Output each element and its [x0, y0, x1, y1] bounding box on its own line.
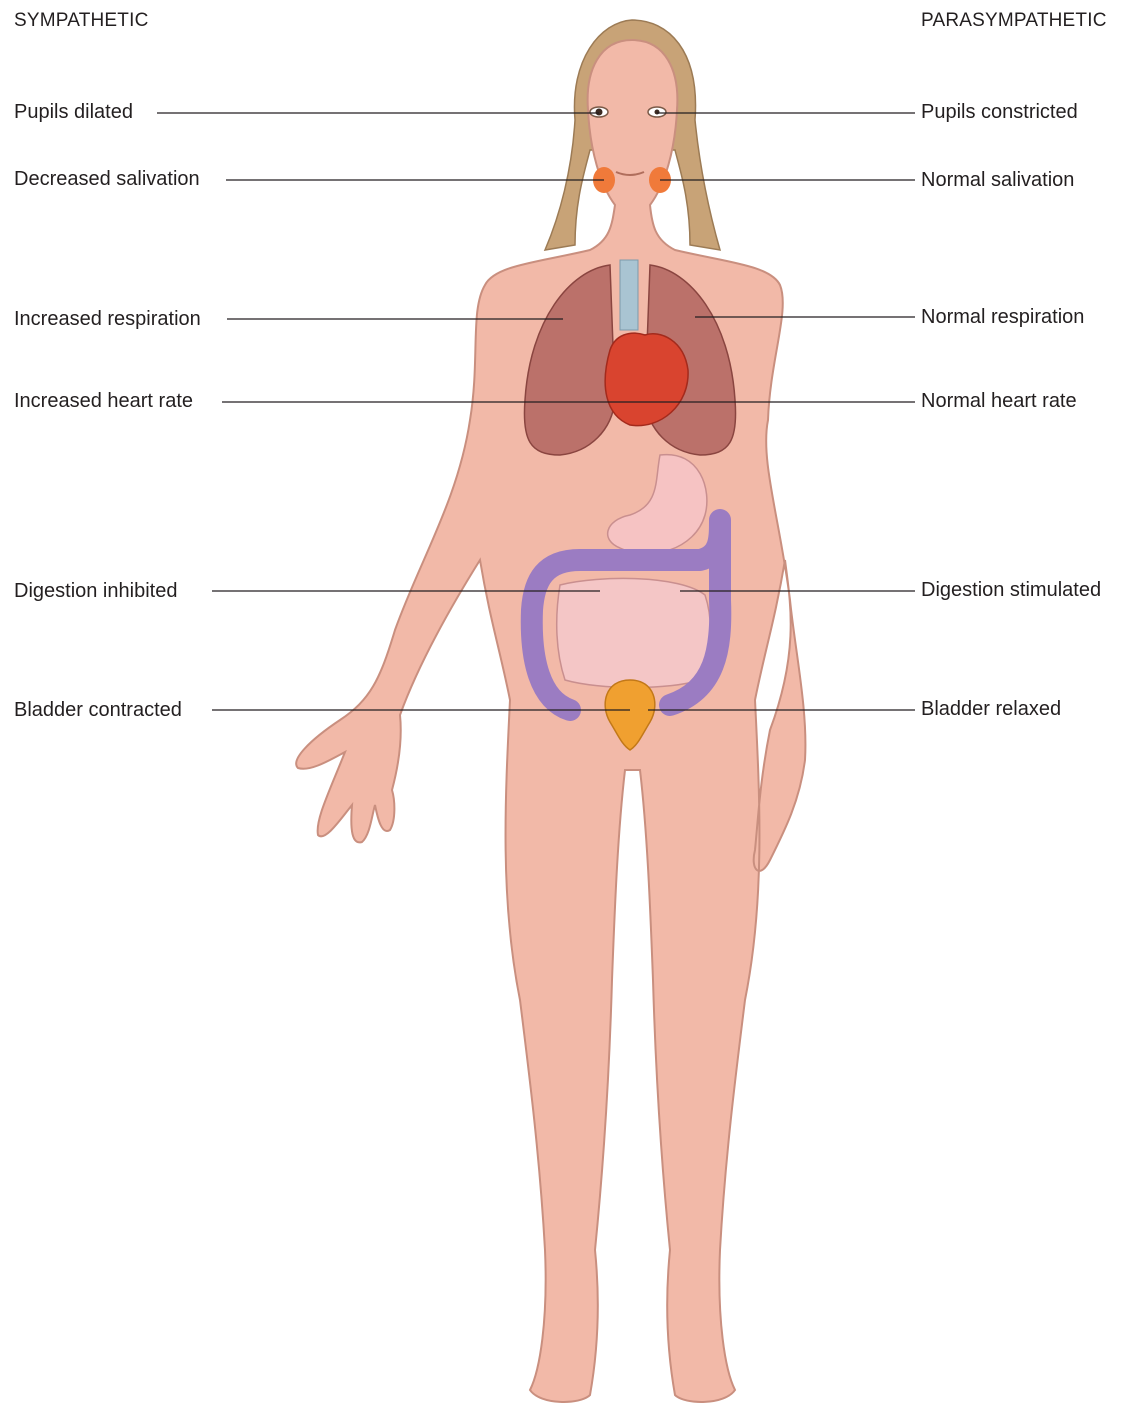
label-normal-salivation: Normal salivation: [921, 168, 1074, 192]
sympathetic-header: SYMPATHETIC: [14, 10, 149, 32]
right-pupil: [655, 110, 660, 115]
label-pupils-dilated: Pupils dilated: [14, 100, 133, 124]
trachea: [620, 260, 638, 330]
small-intestine: [557, 578, 711, 687]
parasympathetic-header: PARASYMPATHETIC: [921, 10, 1107, 32]
label-bladder-contracted: Bladder contracted: [14, 698, 182, 722]
label-increased-heart-rate: Increased heart rate: [14, 389, 193, 413]
label-normal-heart-rate: Normal heart rate: [921, 389, 1077, 413]
label-normal-respiration: Normal respiration: [921, 305, 1084, 329]
label-increased-respiration: Increased respiration: [14, 307, 201, 331]
label-bladder-relaxed: Bladder relaxed: [921, 697, 1061, 721]
label-digestion-stimulated: Digestion stimulated: [921, 578, 1101, 602]
label-decreased-salivation: Decreased salivation: [14, 167, 200, 191]
label-pupils-constricted: Pupils constricted: [921, 100, 1078, 124]
left-pupil: [596, 109, 603, 116]
label-digestion-inhibited: Digestion inhibited: [14, 579, 177, 603]
